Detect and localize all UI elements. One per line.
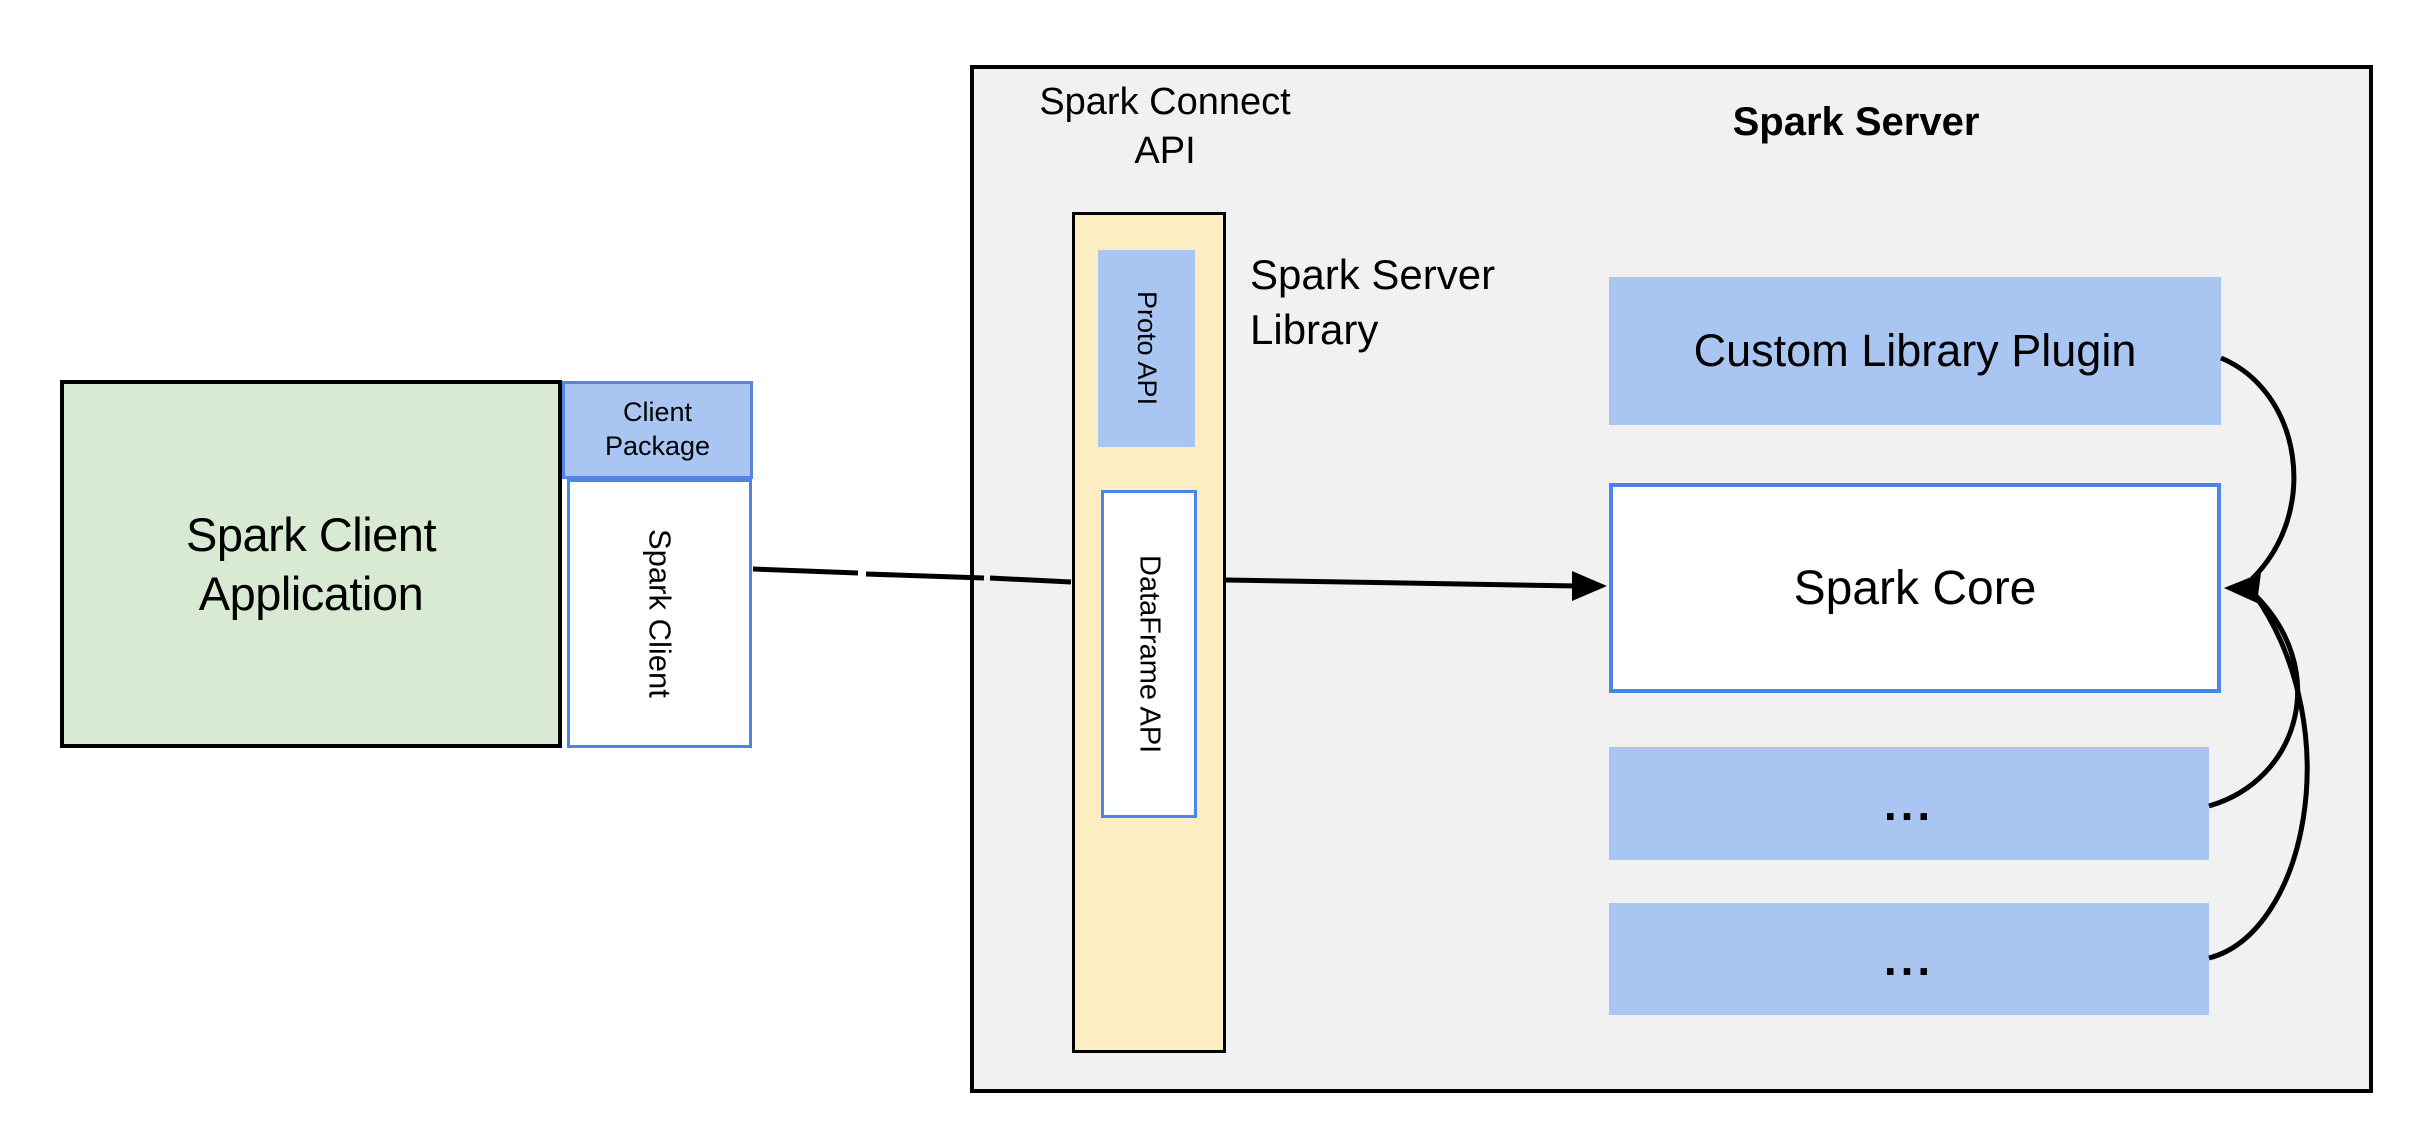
- proto-api-label: Proto API: [1132, 291, 1162, 406]
- spark-client-application-label: Spark Client Application: [186, 507, 437, 620]
- spark-core-box: Spark Core: [1609, 483, 2221, 693]
- dataframe-api-box: DataFrame API: [1101, 490, 1197, 818]
- plugin-placeholder-box-2: ...: [1609, 903, 2209, 1015]
- connector-client-to-api-seg1: [752, 566, 859, 576]
- spark-client-application-box: Spark Client Application: [60, 380, 562, 748]
- client-package-label: Client Package: [604, 397, 711, 461]
- spark-connect-api-label: Spark Connect API: [1039, 81, 1291, 173]
- connector-client-to-api-seg2: [865, 571, 985, 581]
- custom-library-plugin-box: Custom Library Plugin: [1609, 277, 2221, 425]
- client-package-box: Client Package: [562, 381, 753, 479]
- spark-client-box: Spark Client: [567, 479, 752, 748]
- proto-api-box: Proto API: [1098, 250, 1195, 447]
- spark-server-library-label: Spark Server Library: [1250, 251, 1496, 353]
- plugin-placeholder-box-1: ...: [1609, 747, 2209, 860]
- spark-client-label: Spark Client: [642, 529, 678, 698]
- dataframe-api-label: DataFrame API: [1133, 554, 1166, 754]
- spark-server-title: Spark Server: [1732, 100, 1980, 144]
